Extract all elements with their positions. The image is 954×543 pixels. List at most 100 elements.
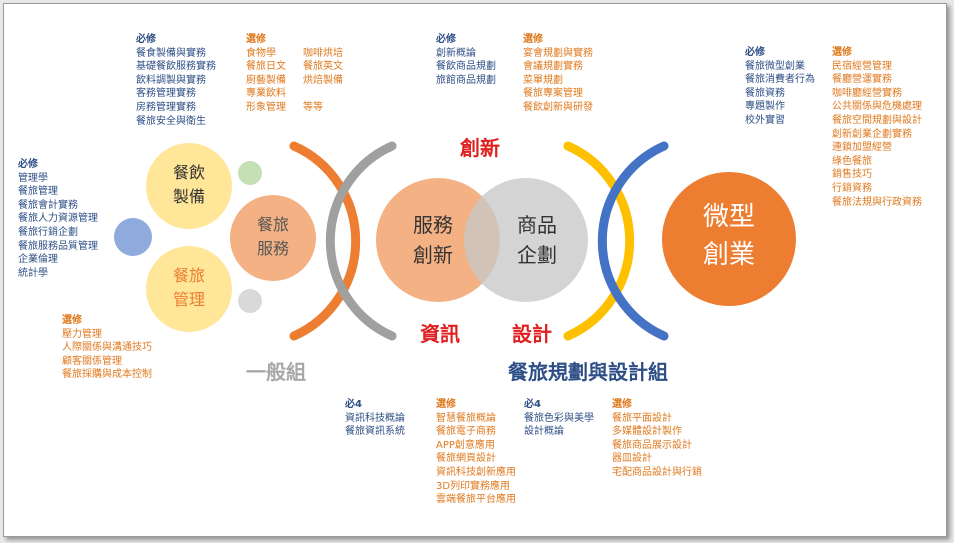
course-item: 專業飲料 <box>246 88 286 100</box>
course-item: 餐旅電子商務 <box>436 426 496 438</box>
catering-prep-circle <box>146 143 232 229</box>
course-item: 專題製作 <box>745 101 785 113</box>
orange-arc-left <box>289 141 361 341</box>
course-item: 餐食製備與實務 <box>136 47 206 59</box>
course-item: 餐廳營運實務 <box>832 74 892 86</box>
startup-elective-block: 選修民宿經營管理餐廳營運實務咖啡廳經營實務公共關係與危機處理餐旅空間規劃與設計創… <box>832 46 922 209</box>
course-item: 餐旅資務 <box>745 87 785 99</box>
course-item <box>303 87 343 101</box>
course-item: 連鎖加盟經營 <box>832 142 892 154</box>
catering-mgmt-label: 餐旅 管理 <box>172 266 205 309</box>
course-item: 資訊科技概論 <box>345 412 405 424</box>
course-item: 會議規劃實務 <box>523 61 583 73</box>
course-item: 廚藝製備 <box>246 74 286 86</box>
course-item: 餐旅行銷企劃 <box>18 226 78 238</box>
course-item: 餐旅微型創業 <box>745 60 805 72</box>
mgmt-required-block: 必修管理學餐旅管理餐旅會計實務餐旅人力資源管理餐旅行銷企劃餐旅服務品質管理企業倫… <box>18 158 98 280</box>
course-item: 餐旅會計實務 <box>18 199 78 211</box>
planning-design-group-label: 餐旅規劃與設計組 <box>508 360 668 384</box>
course-item: 客務管理實務 <box>136 88 196 100</box>
course-item: 餐旅日文 <box>246 61 286 73</box>
course-item: 設計概論 <box>524 426 564 438</box>
block-title: 選修 <box>436 399 456 410</box>
course-item: 餐旅安全與衛生 <box>136 115 206 127</box>
course-item: 綠色餐旅 <box>832 155 872 167</box>
prep-elective-block-b: 咖啡烘培餐旅英文烘焙製備 等等 <box>303 47 343 115</box>
course-item: 餐旅空間規劃與設計 <box>832 114 922 126</box>
course-item: 餐旅採購與成本控制 <box>62 369 152 381</box>
blue-arc <box>597 141 669 341</box>
block-title: 選修 <box>62 315 82 326</box>
course-item: 等等 <box>303 101 323 113</box>
course-item: 食物學 <box>246 47 276 59</box>
course-item: 3D列印實務應用 <box>436 480 511 492</box>
course-item: 創新概論 <box>436 47 476 59</box>
course-item: 行銷資務 <box>832 182 872 194</box>
course-item: 顧客關係管理 <box>62 355 122 367</box>
course-item: 餐旅人力資源管理 <box>18 213 98 225</box>
block-title: 必修 <box>745 47 765 58</box>
course-item: 智慧餐旅概論 <box>436 412 496 424</box>
course-item: 統計學 <box>18 267 48 279</box>
course-item: 雲端餐旅平台應用 <box>436 494 516 506</box>
course-item: 餐飲創新與研發 <box>523 101 593 113</box>
blue-dot <box>114 218 152 256</box>
block-title: 選修 <box>246 34 266 45</box>
course-item: APP創意應用 <box>436 439 495 451</box>
micro-startup-circle <box>662 172 796 306</box>
catering-service-label: 餐旅 服務 <box>256 215 289 258</box>
gray-dot <box>238 289 262 313</box>
course-item: 器皿設計 <box>612 453 652 465</box>
course-item: 餐旅專案管理 <box>523 88 583 100</box>
design-keyword: 設計 <box>512 322 552 346</box>
course-item: 基礎餐飲服務實務 <box>136 61 216 73</box>
yellow-arc <box>563 141 635 341</box>
mgmt-elective-block: 選修壓力管理人際關係與溝通技巧顧客關係管理餐旅採購與成本控制 <box>62 314 152 382</box>
course-item: 民宿經營管理 <box>832 60 892 72</box>
block-title: 必4 <box>524 399 541 410</box>
info-required-block: 必4 資訊科技概論餐旅資訊系統 <box>345 398 405 439</box>
prep-required-block: 必修餐食製備與實務基礎餐飲服務實務飲料調製與實務客務管理實務房務管理實務餐旅安全… <box>136 33 216 128</box>
course-item: 壓力管理 <box>62 328 102 340</box>
green-dot <box>238 161 262 185</box>
prep-elective-block: 選修食物學餐旅日文廚藝製備專業飲料形象管理 <box>246 33 286 115</box>
course-item: 形象管理 <box>246 101 286 113</box>
course-item: 烘焙製備 <box>303 74 343 86</box>
course-item: 餐旅法規與行政資務 <box>832 196 922 208</box>
block-title: 必修 <box>18 159 38 170</box>
block-title: 必修 <box>136 34 156 45</box>
block-title: 必4 <box>345 399 362 410</box>
catering-prep-label: 餐飲 製備 <box>172 163 205 206</box>
course-item: 餐飲商品規劃 <box>436 61 496 73</box>
course-item: 咖啡烘培 <box>303 47 343 59</box>
course-item: 餐旅資訊系統 <box>345 426 405 438</box>
micro-startup-label: 微型 創業 <box>702 202 755 270</box>
information-keyword: 資訊 <box>420 322 460 346</box>
gray-arc <box>325 141 397 341</box>
startup-required-block: 必修餐旅微型創業餐旅消費者行為餐旅資務專題製作校外實習 <box>745 46 815 128</box>
course-item: 餐旅服務品質管理 <box>18 240 98 252</box>
course-item: 餐旅消費者行為 <box>745 74 815 86</box>
course-item: 餐旅商品展示設計 <box>612 439 692 451</box>
course-item: 校外實習 <box>745 114 785 126</box>
product-planning-circle <box>464 178 588 302</box>
course-item: 公共關係與危機處理 <box>832 101 922 113</box>
course-item: 餐旅管理 <box>18 186 58 198</box>
innovation-elective-block: 選修宴會規劃與實務會議規劃實務菜單規劃餐旅專案管理餐飲創新與研發 <box>523 33 593 115</box>
course-item: 多媒體設計製作 <box>612 426 682 438</box>
course-item: 房務管理實務 <box>136 101 196 113</box>
course-item: 餐旅英文 <box>303 61 343 73</box>
service-innovation-label: 服務 創新 <box>413 213 453 267</box>
block-title: 必修 <box>436 34 456 45</box>
course-item: 餐旅色彩與美學 <box>524 412 594 424</box>
general-group-label: 一般組 <box>246 360 306 384</box>
innovation-required-block: 必修創新概論餐飲商品規劃旅館商品規劃 <box>436 33 496 87</box>
course-item: 餐旅平面設計 <box>612 412 672 424</box>
course-item: 菜單規劃 <box>523 74 563 86</box>
course-item: 飲料調製與實務 <box>136 74 206 86</box>
course-item: 宅配商品設計與行銷 <box>612 466 702 478</box>
product-planning-label: 商品 企劃 <box>517 213 557 267</box>
course-item: 企業倫理 <box>18 254 58 266</box>
